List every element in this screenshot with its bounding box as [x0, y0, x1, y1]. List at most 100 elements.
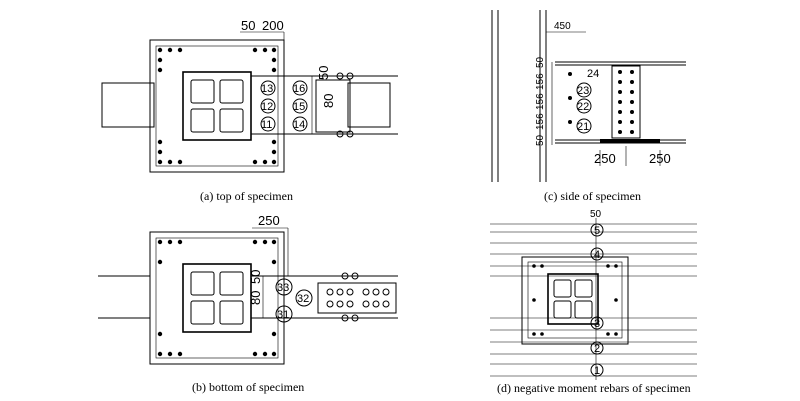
bolt [372, 288, 380, 296]
rebar-gauges: 5 4 3 2 1 [590, 223, 604, 377]
gauge-label: 5 [594, 225, 600, 237]
bottom-view-panel: 250 80 50 33 32 31 (b) bottom of specime… [98, 213, 398, 394]
bolt [336, 288, 344, 296]
bolt [336, 72, 344, 80]
rebar [167, 351, 173, 357]
top-beam-right [347, 82, 391, 128]
gauge-marker [590, 223, 604, 237]
rebar-column-outer [521, 256, 629, 345]
top-column-inner [155, 45, 279, 167]
bolt [618, 130, 622, 134]
bottom-dim-left-a: 80 [248, 291, 263, 305]
side-dim-left: 156 [535, 73, 546, 90]
gauge-label: 21 [577, 121, 589, 133]
top-view-panel: 50 200 50 80 13 12 11 16 15 14 (a) top o… [101, 18, 398, 203]
rebar [157, 351, 163, 357]
rebar [532, 332, 536, 336]
rebar [167, 159, 173, 165]
gauge-label: 23 [577, 85, 589, 97]
bolt [336, 300, 344, 308]
bolt [341, 314, 349, 322]
bottom-dim-top: 250 [258, 213, 280, 228]
gauge-label: 22 [577, 101, 589, 113]
side-bottom-splice [600, 139, 660, 143]
side-dim-left: 156 [535, 113, 546, 130]
gauge-marker [590, 247, 604, 261]
caption-b: (b) bottom of specimen [192, 380, 304, 394]
bolt [372, 300, 380, 308]
rebar [271, 159, 277, 165]
gauge-label: 14 [293, 119, 305, 131]
rebar [262, 351, 268, 357]
gauge-label: 1 [594, 365, 600, 377]
rebar [177, 47, 183, 53]
top-dim-top: 50 [241, 18, 255, 33]
rebar [540, 264, 544, 268]
rebar [177, 351, 183, 357]
gauge-label: 31 [277, 309, 289, 321]
gauge-marker [292, 80, 308, 96]
top-bolts [336, 72, 354, 138]
bolt [630, 110, 634, 114]
bolt [341, 272, 349, 280]
side-dim-left: 156 [535, 93, 546, 110]
rebar [271, 57, 277, 63]
gauge-label: 2 [594, 343, 600, 355]
side-bolts [618, 70, 634, 134]
rebar [271, 239, 277, 245]
rebar [157, 259, 163, 265]
rebar [271, 139, 277, 145]
top-dim-top2: 200 [262, 18, 284, 33]
rebar [157, 67, 163, 73]
bolt [618, 110, 622, 114]
rebar-dim-top: 50 [590, 209, 602, 220]
top-splice-plate [315, 79, 351, 133]
rebar [157, 139, 163, 145]
bottom-steel-cell [190, 300, 215, 325]
rebar [167, 47, 173, 53]
gauge-marker [275, 305, 293, 323]
bolt [630, 70, 634, 74]
bolt [326, 300, 334, 308]
rebar [177, 239, 183, 245]
rebar [532, 298, 536, 302]
gauge-marker [576, 82, 592, 98]
rebar [271, 331, 277, 337]
top-dim-right2: 80 [321, 94, 336, 108]
bolt [630, 90, 634, 94]
bolt [346, 300, 354, 308]
rebar [262, 159, 268, 165]
gauge-label: 4 [594, 249, 600, 261]
bottom-dim-left-b: 50 [248, 270, 263, 284]
rebar [157, 47, 163, 53]
rebar [167, 239, 173, 245]
top-steel-cell [219, 79, 244, 104]
rebar [157, 57, 163, 63]
side-dim-bottom: 250 [649, 151, 671, 166]
gauge-marker [292, 116, 308, 132]
gauge-label: 13 [261, 83, 273, 95]
rebar [252, 351, 258, 357]
rebar [614, 332, 618, 336]
rebar [157, 159, 163, 165]
bottom-steel-cell [219, 271, 244, 296]
bolt [362, 288, 370, 296]
side-rebar-points [568, 72, 572, 124]
rebar [157, 149, 163, 155]
rebar [271, 47, 277, 53]
top-dim-right: 50 [316, 66, 331, 80]
gauge-label: 16 [293, 83, 305, 95]
rebar-steel-cell [574, 279, 593, 298]
gauge-marker [260, 80, 276, 96]
bolt [630, 120, 634, 124]
side-dim-top: 450 [554, 21, 571, 32]
gauge-marker [260, 98, 276, 114]
bolt [362, 300, 370, 308]
rebar [252, 47, 258, 53]
rebar [568, 96, 572, 100]
top-column-outer [149, 39, 285, 173]
bolt [336, 130, 344, 138]
side-gauges: 24 23 22 21 [576, 68, 599, 134]
rebar-steel-box [547, 273, 599, 325]
top-steel-box [182, 71, 252, 141]
